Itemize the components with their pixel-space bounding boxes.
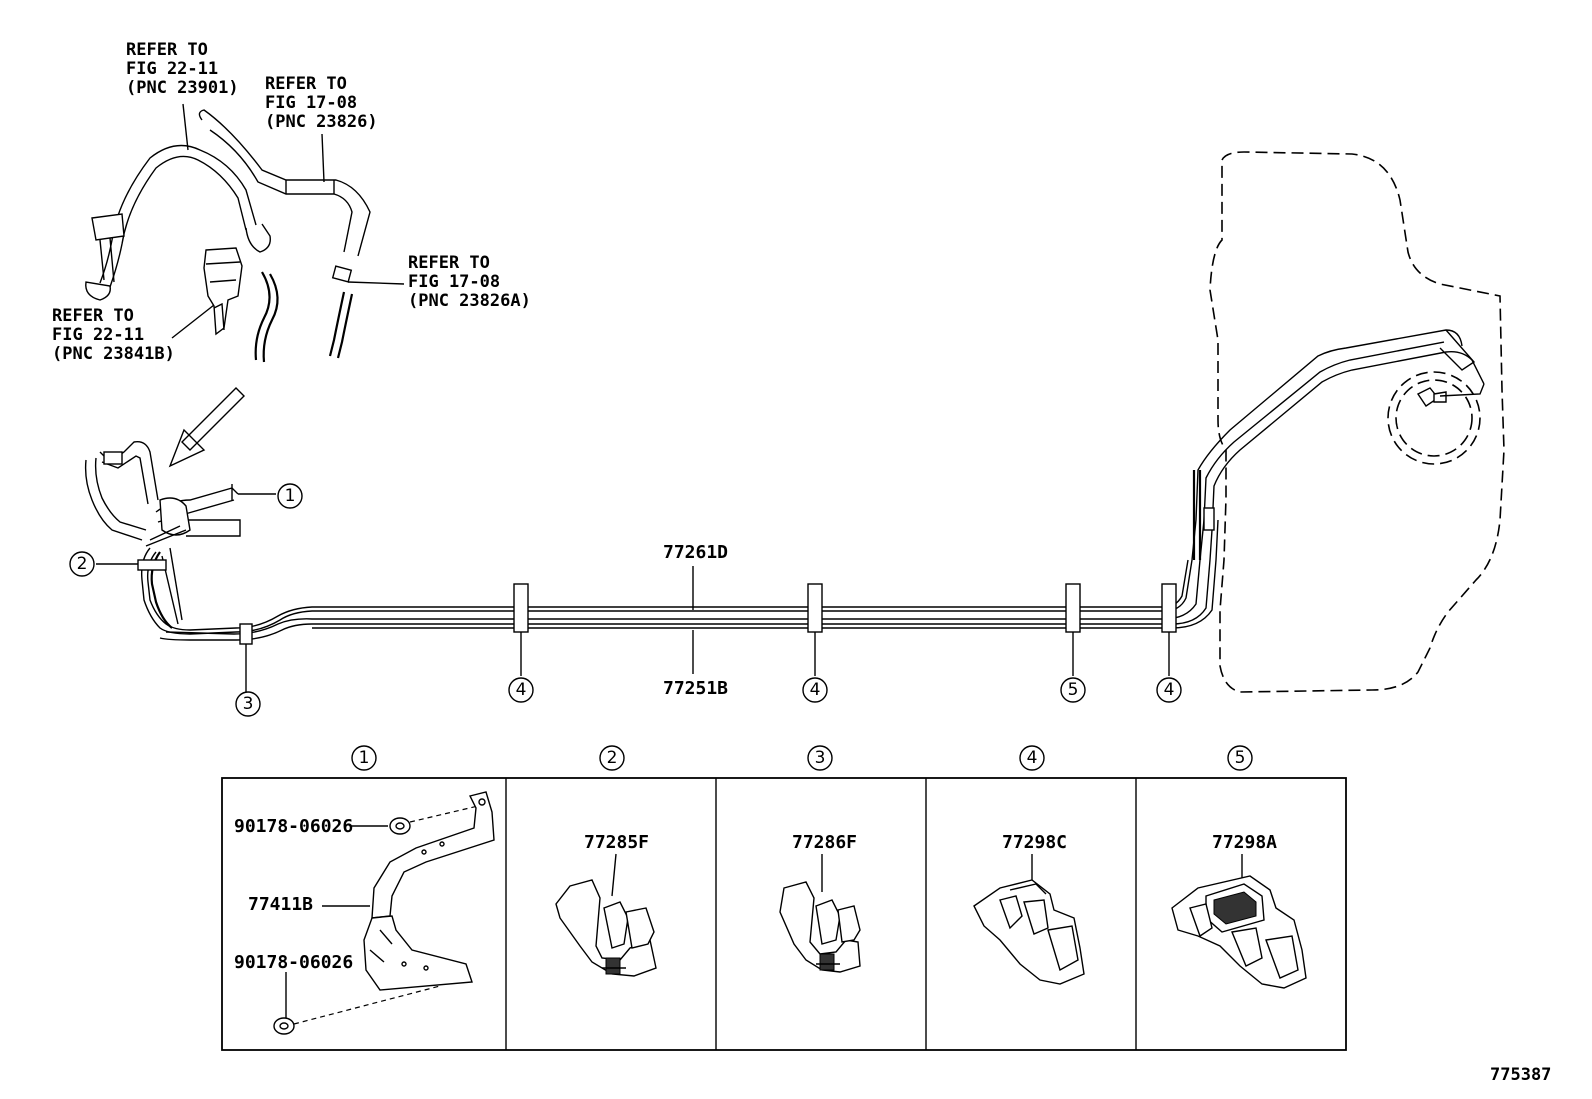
ref-line: REFER TO: [52, 306, 134, 326]
callout-2: 2: [69, 551, 95, 577]
bracket-detail: 90178-06026 77411B 90178-06026: [234, 791, 495, 1035]
panel-header-5: 5: [1227, 745, 1253, 771]
callout-5: 5: [1060, 677, 1086, 703]
leader-line: [321, 133, 325, 183]
panel-header-1: 1: [351, 745, 377, 771]
callout-number: 3: [243, 694, 254, 714]
callout-number: 4: [516, 680, 527, 700]
part-label-77285f: 77285F: [584, 832, 649, 853]
clamp-marker-3: [239, 623, 253, 645]
line-clamps: [137, 559, 1177, 645]
leader-line: [182, 103, 189, 151]
panel-header-4: 4: [1019, 745, 1045, 771]
panel-header-2: 2: [599, 745, 625, 771]
clamp-marker-4b: [807, 583, 823, 633]
ref-label-pnc-23826: REFER TO FIG 17-08 (PNC 23826): [265, 74, 378, 132]
part-label-77251b: 77251B: [663, 678, 728, 699]
callout-4a: 4: [508, 677, 534, 703]
ref-line: (PNC 23841B): [52, 344, 175, 364]
callout-number: 4: [810, 680, 821, 700]
clamp-77285f-detail: 77285F: [555, 832, 657, 977]
part-label-77298a: 77298A: [1212, 832, 1277, 853]
callout-number: 2: [77, 554, 88, 574]
callout-1: 1: [277, 483, 303, 509]
clamp-marker-2: [137, 559, 167, 571]
ref-label-pnc-23901: REFER TO FIG 22-11 (PNC 23901): [126, 40, 239, 98]
filler-neck-assembly: [84, 441, 276, 547]
ref-line: REFER TO: [408, 253, 490, 273]
ref-line: (PNC 23826): [265, 112, 378, 132]
panel-number: 2: [607, 748, 618, 768]
detail-panels: 1 2 3 4 5 90178-06026 77411B 90178-06026: [221, 745, 1347, 1051]
clamp-marker-4c: [1161, 583, 1177, 633]
callout-4c: 4: [1156, 677, 1182, 703]
clamp-77298c-detail: 77298C: [973, 832, 1085, 985]
part-label-90178-06026-bottom: 90178-06026: [234, 952, 353, 973]
part-label-90178-06026-top: 90178-06026: [234, 816, 353, 837]
callout-number: 1: [285, 486, 296, 506]
leader-line: [347, 281, 405, 285]
ref-line: FIG 17-08: [265, 93, 357, 113]
part-label-77298c: 77298C: [1002, 832, 1067, 853]
callout-3: 3: [235, 691, 261, 717]
clamp-marker-4a: [513, 583, 529, 633]
upper-hose-assembly: [85, 103, 405, 363]
panel-number: 3: [815, 748, 826, 768]
ref-line: REFER TO: [126, 40, 208, 60]
leader-line: [171, 304, 215, 339]
ref-line: FIG 17-08: [408, 272, 500, 292]
callout-number: 4: [1164, 680, 1175, 700]
figure-id: 775387: [1490, 1065, 1551, 1085]
ref-line: FIG 22-11: [126, 59, 218, 79]
ref-line: (PNC 23901): [126, 78, 239, 98]
fuel-tank-outline: [1209, 151, 1505, 693]
panel-number: 4: [1027, 748, 1038, 768]
nut-icon: [389, 817, 411, 835]
ref-line: FIG 22-11: [52, 325, 144, 345]
panel-number: 1: [359, 748, 370, 768]
view-arrow: [168, 387, 245, 468]
part-label-77261d: 77261D: [663, 542, 728, 563]
ref-label-pnc-23826a: REFER TO FIG 17-08 (PNC 23826A): [408, 253, 531, 311]
callout-number: 5: [1068, 680, 1079, 700]
pump-opening: [1387, 371, 1481, 465]
ref-line: (PNC 23826A): [408, 291, 531, 311]
ref-label-pnc-23841b: REFER TO FIG 22-11 (PNC 23841B): [52, 306, 175, 364]
clamp-leaders: [96, 563, 1170, 692]
ref-line: REFER TO: [265, 74, 347, 94]
callout-4b: 4: [802, 677, 828, 703]
panel-header-3: 3: [807, 745, 833, 771]
clamp-77298a-detail: 77298A: [1171, 832, 1307, 989]
part-label-77286f: 77286F: [792, 832, 857, 853]
part-label-77411b: 77411B: [248, 894, 313, 915]
panel-number: 5: [1235, 748, 1246, 768]
clamp-77286f-detail: 77286F: [779, 832, 861, 973]
clamp-marker-5: [1065, 583, 1081, 633]
nut-icon: [273, 1017, 295, 1035]
